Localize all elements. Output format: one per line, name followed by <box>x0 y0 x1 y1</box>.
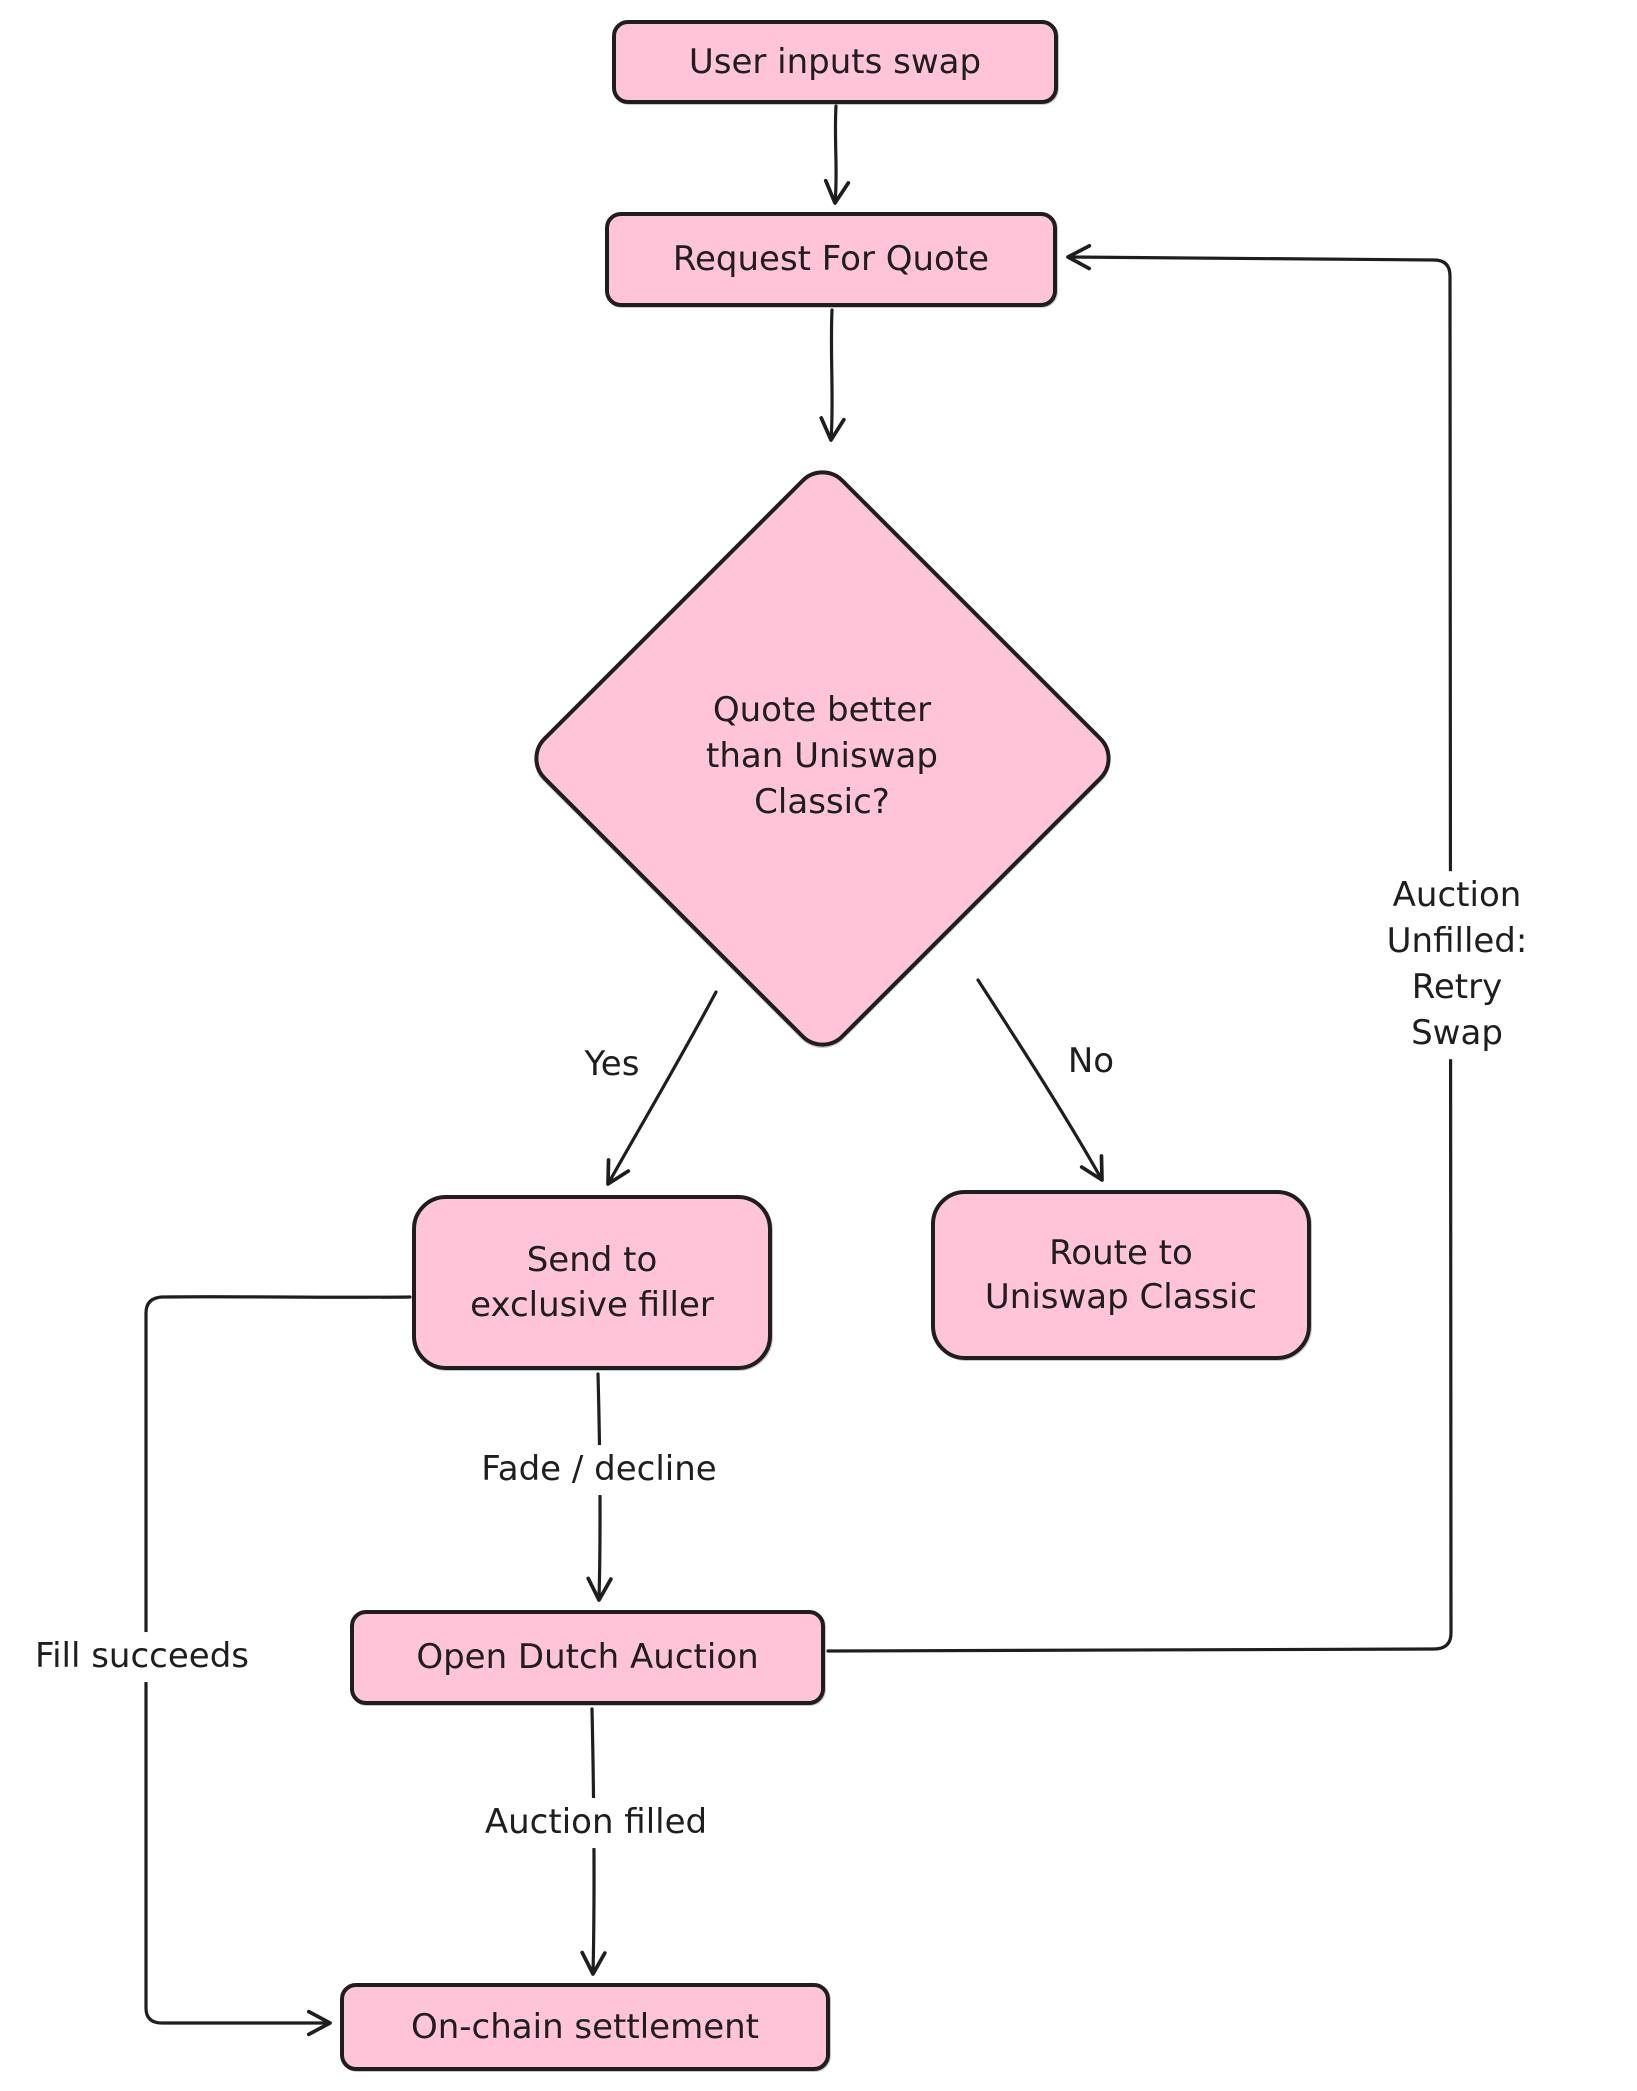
edge-label-no: No <box>1067 1041 1115 1082</box>
node-open-dutch-auction-label: Open Dutch Auction <box>416 1637 759 1678</box>
node-request-for-quote: Request For Quote <box>605 212 1057 307</box>
edge-label-auction-unfilled-retry: Auction Unfilled: Retry Swap <box>1367 871 1547 1059</box>
node-route-to-uniswap-classic: Route to Uniswap Classic <box>931 1190 1311 1360</box>
node-request-for-quote-label: Request For Quote <box>672 239 990 280</box>
node-on-chain-settlement-label: On-chain settlement <box>410 2006 760 2047</box>
edge-decision-yes <box>606 990 718 1186</box>
node-quote-better-decision: Quote better than Uniswap Classic? <box>602 652 1042 862</box>
node-user-inputs-swap-label: User inputs swap <box>688 41 982 82</box>
edge-label-auction-filled: Auction filled <box>470 1798 722 1848</box>
node-quote-better-decision-label: Quote better than Uniswap Classic? <box>706 690 938 822</box>
edge-rfq-to-decision <box>819 308 846 442</box>
node-on-chain-settlement: On-chain settlement <box>340 1983 830 2071</box>
node-send-to-exclusive-filler: Send to exclusive filler <box>412 1195 772 1370</box>
node-route-to-uniswap-classic-label: Route to Uniswap Classic <box>984 1232 1258 1317</box>
node-send-to-exclusive-filler-label: Send to exclusive filler <box>470 1240 714 1325</box>
edge-label-yes: Yes <box>584 1044 640 1085</box>
node-user-inputs-swap: User inputs swap <box>612 20 1058 104</box>
edge-user-to-rfq <box>823 104 851 205</box>
edge-label-fill-succeeds: Fill succeeds <box>20 1632 264 1682</box>
node-open-dutch-auction: Open Dutch Auction <box>350 1610 825 1705</box>
edge-label-fade-decline: Fade / decline <box>467 1445 731 1495</box>
